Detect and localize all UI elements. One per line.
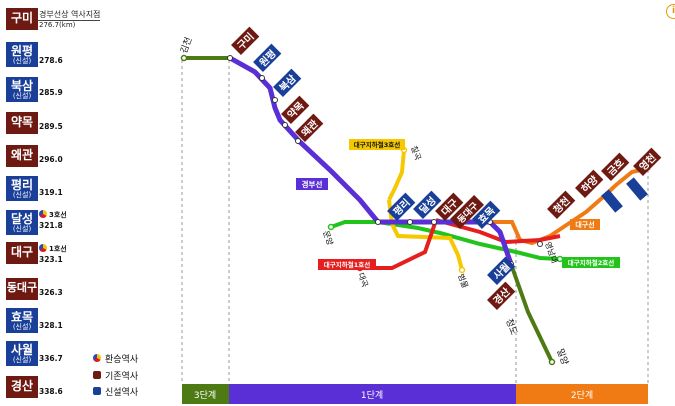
station-badge-gyeongsan: 경산 <box>6 376 38 398</box>
phase-label-1: 1단계 <box>361 389 383 401</box>
label-munyang: 문양 <box>321 230 335 248</box>
label-gyeongbu-bg <box>296 178 328 190</box>
label-daegu-line: 대구선 <box>575 220 594 229</box>
label-milyang: 밀양 <box>554 347 571 367</box>
station-badge-hyomok: 효목(신설) <box>6 308 38 333</box>
station-badge-pyeongri: 평리(신설) <box>6 176 38 201</box>
label-cheongdo: 청도 <box>503 317 519 336</box>
label-gimcheon: 김천 <box>178 35 195 55</box>
new-station-block-1 <box>601 189 623 213</box>
label-subway2-bg <box>562 257 620 268</box>
station-km-daegu: 323.1 <box>39 255 63 264</box>
label-subway2: 대구지하철2호선 <box>568 258 614 267</box>
phase-label-2: 2단계 <box>571 389 593 401</box>
line-daegu-line <box>440 166 651 246</box>
legend-transfer-label: 환승역사 <box>105 355 139 365</box>
station-km-hyomok: 328.1 <box>39 321 63 330</box>
station-km-yakmok: 289.5 <box>39 122 63 131</box>
label-subway3-bg <box>349 139 405 150</box>
new-station-block-2 <box>626 177 648 201</box>
station-badge-daegu: 대구 <box>6 242 38 264</box>
phase-bar-2 <box>516 384 648 404</box>
line-subway2 <box>330 220 561 261</box>
line-subway3-north <box>387 149 406 201</box>
station-km-gyeongsan: 338.6 <box>39 387 63 396</box>
station-km-dongdaegu: 326.3 <box>39 288 63 297</box>
line-gyeongbu <box>228 55 514 265</box>
header-distance: 276.7(km) <box>39 21 76 29</box>
station-km-dalseong: 321.8 <box>39 221 63 230</box>
station-km-sawol: 336.7 <box>39 354 63 363</box>
line-phase3-milyang <box>509 263 554 363</box>
station-badge-dalseong: 달성(신설) <box>6 210 38 235</box>
label-subway3: 대구지하철3호선 <box>354 140 400 149</box>
station-badge-yakmok: 약목 <box>6 112 38 134</box>
transfer-icon-daegu <box>39 244 47 252</box>
station-badge-dongdaegu: 동대구 <box>6 278 38 300</box>
station-badge-gumi: 구미 <box>6 8 38 30</box>
header-divider <box>38 20 100 21</box>
station-badge-buksam: 북삼(신설) <box>6 77 38 102</box>
map-station-hayang: 하양 <box>575 169 604 198</box>
station-badge-sawol: 사월(신설) <box>6 341 38 366</box>
label-gyeongbu: 경부선 <box>302 179 323 189</box>
label-yeongnamdae: 영남대 <box>543 240 560 264</box>
map-station-wonpyeong: 원평 <box>253 43 282 72</box>
label-daegu-line-bg <box>570 219 600 230</box>
transfer-line-daegu: 1호선 <box>49 245 67 253</box>
phase-bar-1 <box>229 384 516 404</box>
transfer-icon-dalseong <box>39 210 47 218</box>
map-station-buksam: 북삼 <box>273 68 302 97</box>
terminal-beomul <box>458 266 466 274</box>
terminal-munyang <box>327 223 335 231</box>
map-station-jeongcheon: 청천 <box>547 190 576 219</box>
label-daegok: 대곡 <box>356 272 369 289</box>
station-distance-panel: 경부선상 역사지점 276.7(km) 구미 원평(신설) 278.6 북삼(신… <box>0 0 175 406</box>
label-subway1-bg <box>318 259 376 270</box>
legend-existing-label: 기존역사 <box>105 372 139 382</box>
phase-bar-3 <box>182 384 229 404</box>
map-station-dalseong: 달성 <box>413 190 442 219</box>
station-badge-waegwan: 왜관 <box>6 145 38 167</box>
label-beomul: 범물 <box>456 272 470 289</box>
station-badge-wonpyeong: 원평(신설) <box>6 42 38 67</box>
station-km-waegwan: 296.0 <box>39 155 63 164</box>
label-subway1: 대구지하철1호선 <box>324 260 370 269</box>
transfer-line-dalseong: 3호선 <box>49 211 67 219</box>
info-icon[interactable]: i <box>666 4 675 19</box>
map-station-gumi: 구미 <box>231 26 260 55</box>
station-km-pyeongri: 319.1 <box>39 188 63 197</box>
station-km-buksam: 285.9 <box>39 88 63 97</box>
label-chilgok: 칠곡 <box>409 145 422 162</box>
map-station-yakmok: 약목 <box>281 95 310 124</box>
legend-new-label: 신설역사 <box>105 388 139 398</box>
line-subway1-west <box>360 219 438 270</box>
station-km-wonpyeong: 278.6 <box>39 56 63 65</box>
legend-existing-icon <box>93 371 101 379</box>
terminal-gimcheon <box>180 54 188 62</box>
legend-new-icon <box>93 387 101 395</box>
phase-label-3: 3단계 <box>194 389 216 401</box>
map-station-gyeongsan: 경산 <box>487 281 516 310</box>
legend-transfer-icon <box>93 354 101 362</box>
terminal-milyang <box>548 358 556 366</box>
header-title: 경부선상 역사지점 <box>39 10 101 19</box>
